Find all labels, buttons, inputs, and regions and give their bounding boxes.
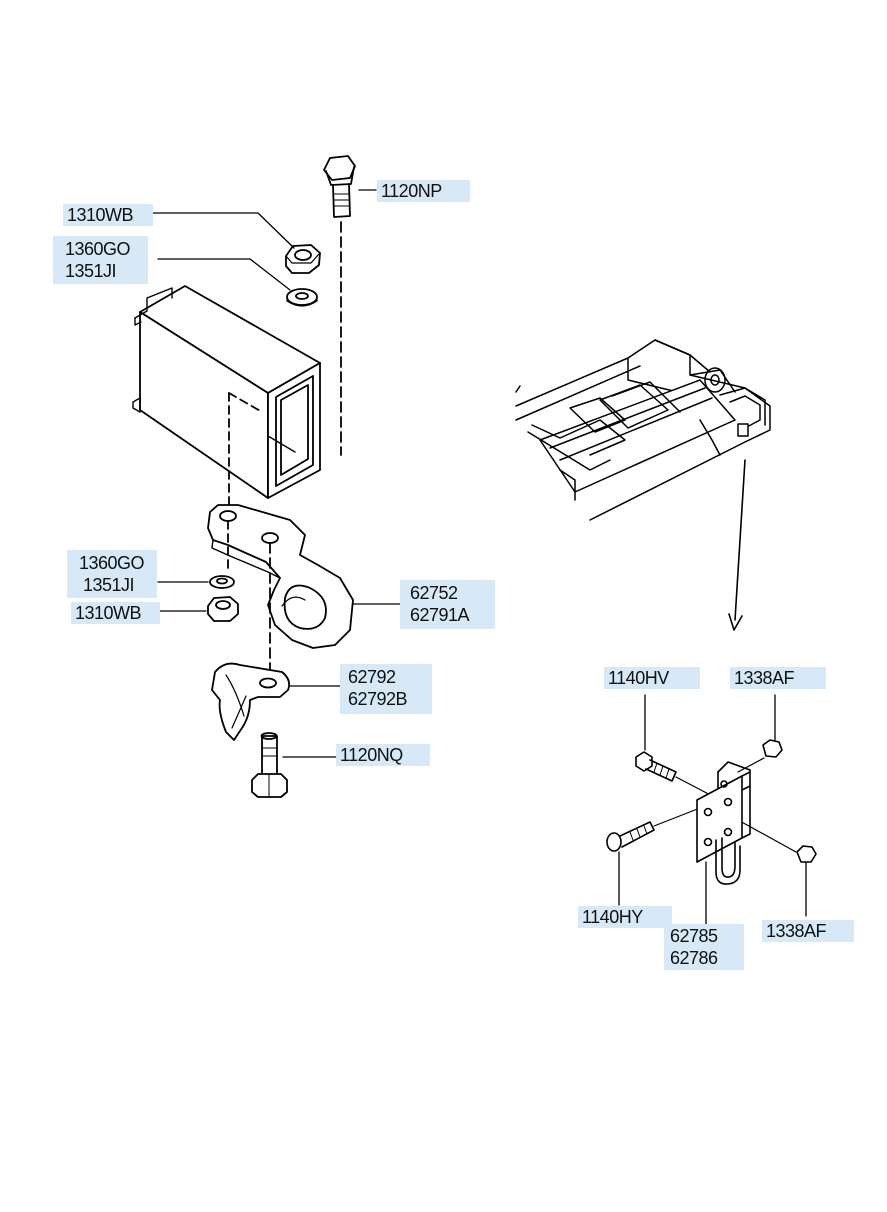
label-group-clip: 62792 62792B <box>340 664 432 714</box>
label-62785: 62785 <box>670 926 718 946</box>
washer-top-drawing <box>286 288 318 307</box>
vehicle-frame-drawing <box>515 339 771 631</box>
label-group-hook: 62752 62791A <box>400 580 495 629</box>
label-1310wb-top: 1310WB <box>63 204 153 226</box>
tow-hook-drawing <box>207 504 354 681</box>
label-1360go-top: 1360GO <box>65 239 131 259</box>
label-1351ji-top: 1351JI <box>65 261 117 281</box>
label-group-washer-lower: 1360GO 1351JI <box>67 550 157 598</box>
label-62792: 62792 <box>348 667 396 687</box>
bolt-1120np-drawing <box>323 155 356 456</box>
washer-lower-drawing <box>209 575 235 589</box>
leader-lines-right <box>618 694 807 925</box>
frame-box-drawing <box>132 285 321 506</box>
label-1120np: 1120NP <box>377 180 470 202</box>
label-group-washer-top: 1360GO 1351JI <box>53 236 148 284</box>
label-1338af-top: 1338AF <box>730 667 826 689</box>
label-1338af-bottom: 1338AF <box>762 920 854 942</box>
bracket-assembly-drawing <box>606 739 817 885</box>
label-group-bracket: 62785 62786 <box>664 924 744 970</box>
leader-lines-left <box>149 189 401 758</box>
label-1140hv: 1140HV <box>604 667 700 689</box>
label-1351ji-lower: 1351JI <box>83 575 135 595</box>
label-62792b: 62792B <box>348 689 408 709</box>
label-1310wb-lower: 1310WB <box>71 602 160 624</box>
label-62791a: 62791A <box>410 605 470 625</box>
label-62752: 62752 <box>410 583 458 603</box>
label-1140hy: 1140HY <box>578 906 672 928</box>
nut-lower-drawing <box>207 596 239 622</box>
label-1120nq: 1120NQ <box>336 744 430 766</box>
nut-top-drawing <box>285 244 321 274</box>
clip-drawing <box>211 662 291 741</box>
label-1360go-lower: 1360GO <box>79 553 145 573</box>
bolt-1120nq-drawing <box>251 732 288 798</box>
label-62786: 62786 <box>670 948 718 968</box>
